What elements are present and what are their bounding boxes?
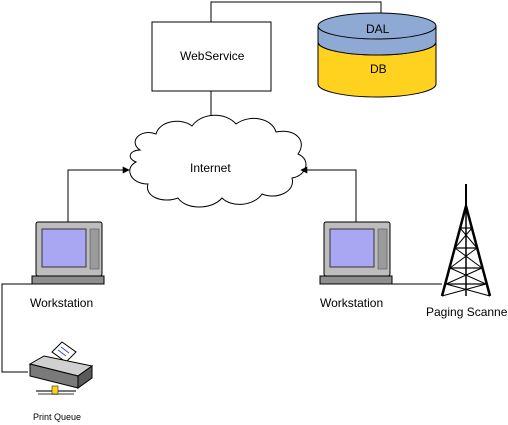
left-workstation-internet-arrow [67, 166, 130, 222]
database-cylinder-icon [317, 12, 437, 98]
paging-tower-icon [440, 184, 492, 297]
webservice-db-connector [210, 1, 385, 22]
left-workstation-icon [31, 221, 105, 285]
workstation-printer-connector [1, 283, 36, 373]
db-label: DB [370, 62, 387, 76]
workstation-left-label: Workstation [30, 296, 94, 310]
paging-scanner-label: Paging Scanner [426, 305, 508, 319]
internet-cloud-icon [129, 114, 307, 208]
printer-icon [28, 341, 94, 395]
internet-label: Internet [190, 161, 231, 175]
dal-label: DAL [366, 22, 390, 36]
right-workstation-internet-arrow [300, 166, 357, 222]
print-queue-label: Print Queue [33, 412, 82, 422]
workstation-right-label: Workstation [320, 296, 384, 310]
webservice-label: WebService [180, 49, 245, 63]
right-workstation-icon [319, 221, 393, 285]
